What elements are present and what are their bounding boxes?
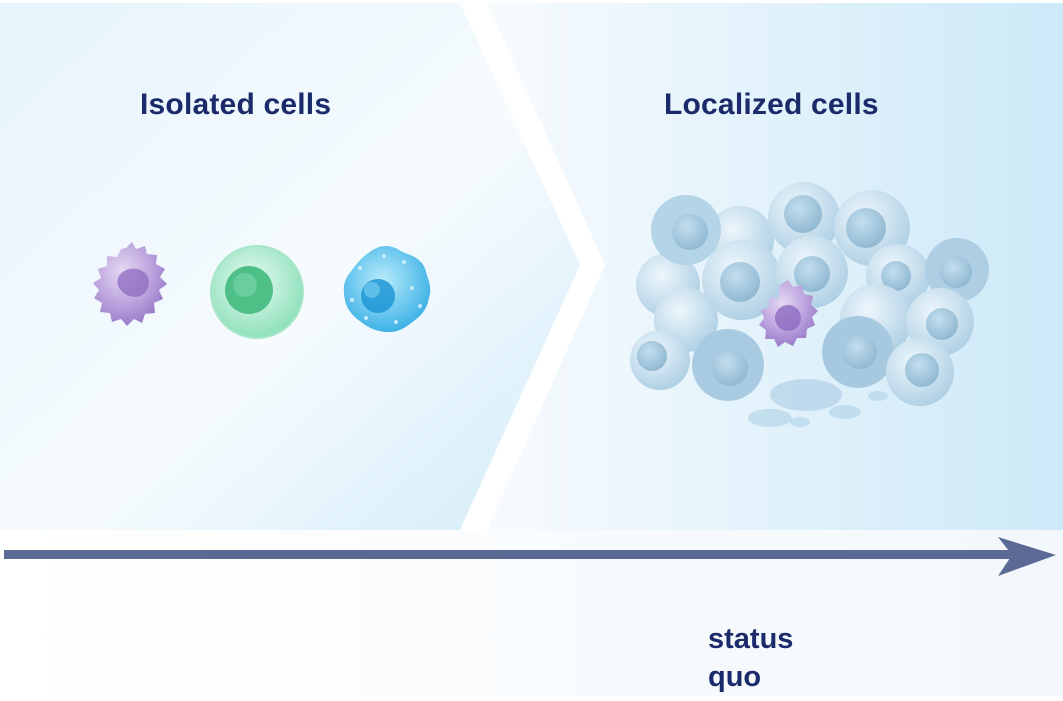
- cell-cluster-icon: [630, 182, 989, 427]
- timeline-arrow-icon: [4, 537, 1056, 576]
- blue-cell-icon: [343, 246, 431, 332]
- green-cell-icon: [210, 245, 304, 339]
- localized-cells-title: Localized cells: [664, 88, 879, 121]
- purple-cell-icon: [93, 242, 167, 326]
- status-quo-label: status quo: [708, 623, 794, 693]
- isolated-cells-title: Isolated cells: [140, 88, 332, 121]
